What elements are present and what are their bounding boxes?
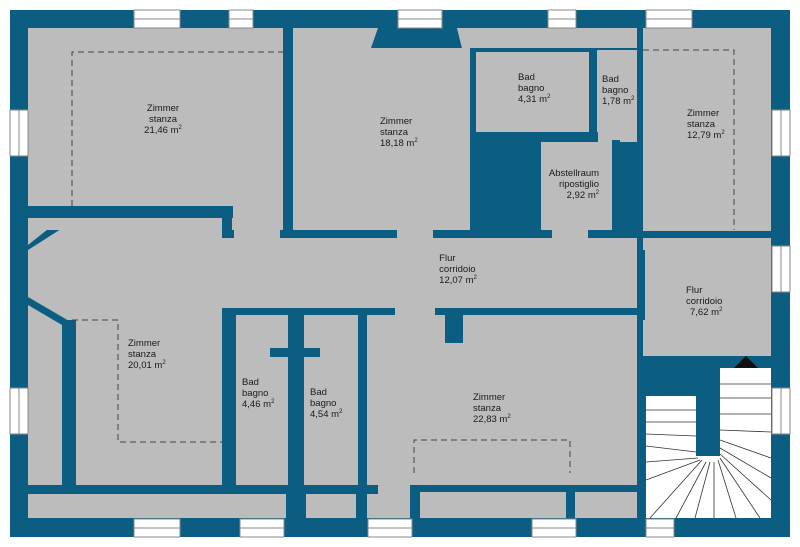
window <box>771 109 791 157</box>
interior-walls <box>28 28 771 518</box>
window <box>133 518 181 538</box>
window <box>9 387 29 435</box>
window <box>133 9 181 29</box>
window <box>239 518 285 538</box>
window <box>771 245 791 293</box>
window <box>771 387 791 435</box>
room-floors <box>28 28 771 518</box>
window <box>645 518 675 538</box>
window <box>9 109 29 157</box>
dashed-outlines <box>71 49 735 473</box>
window <box>367 518 413 538</box>
window <box>547 9 577 29</box>
window <box>397 9 443 29</box>
windows <box>9 9 791 538</box>
window <box>645 9 693 29</box>
stair-direction-arrow <box>734 356 758 368</box>
window <box>531 518 577 538</box>
door-thresholds <box>222 230 588 315</box>
window <box>228 9 254 29</box>
staircase <box>645 356 772 519</box>
